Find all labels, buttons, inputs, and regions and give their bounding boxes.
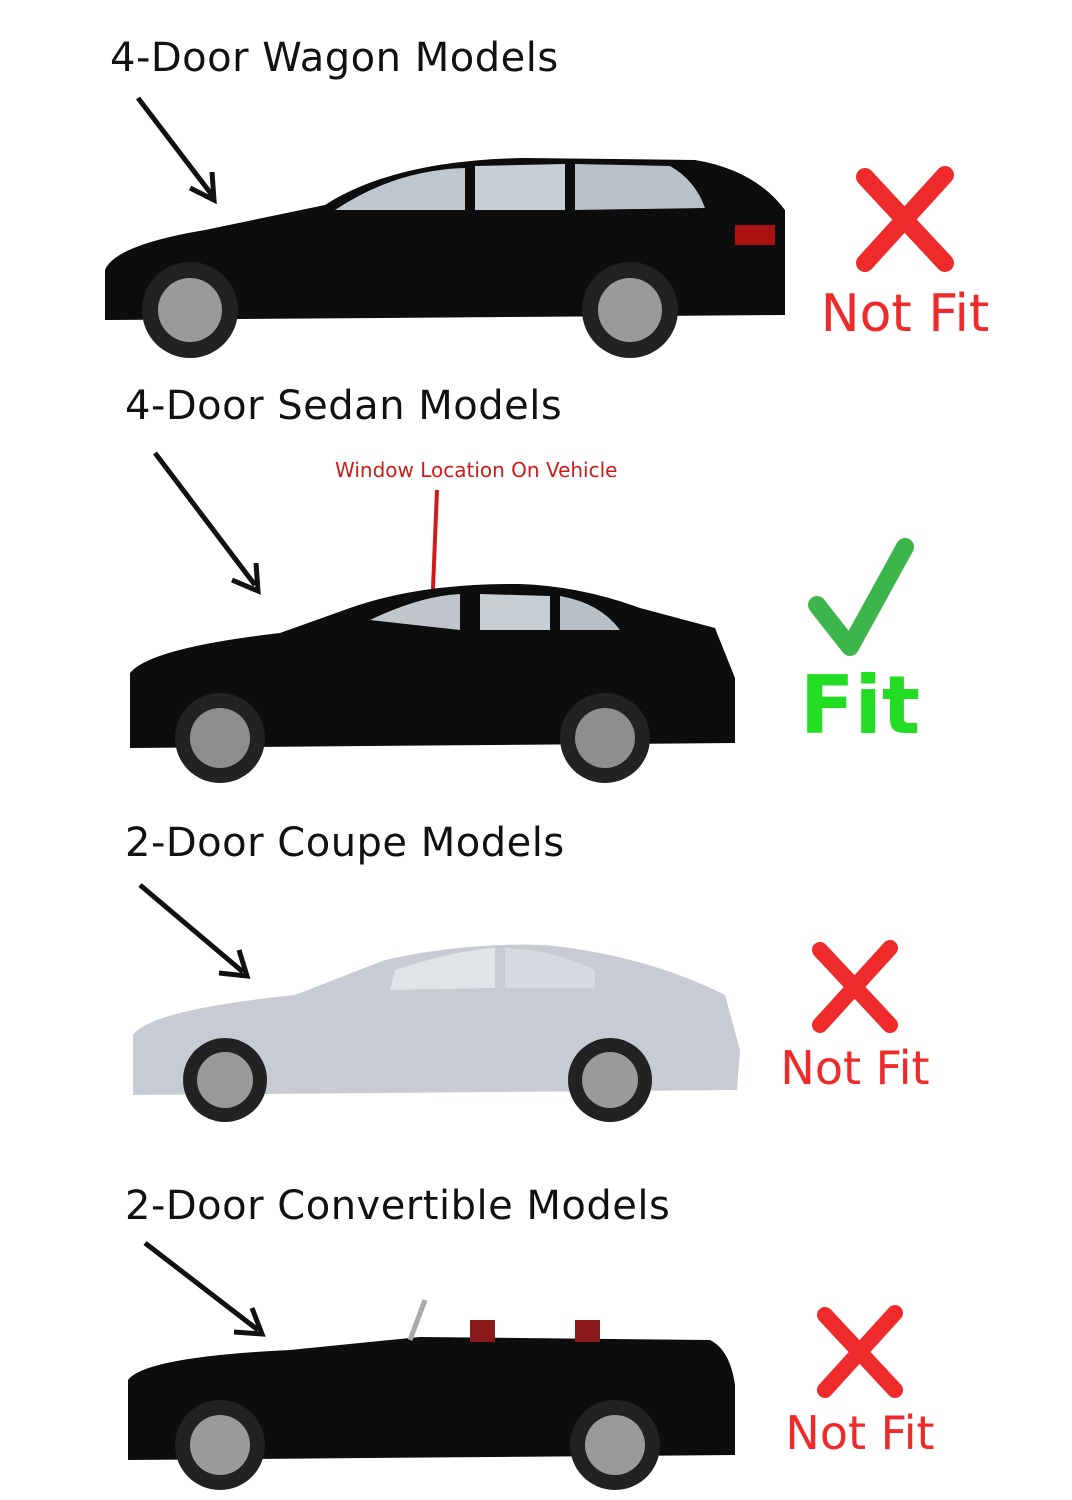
- wagon-status: Not Fit: [805, 165, 1005, 344]
- coupe-car-image: [133, 944, 740, 1122]
- convertible-title: 2-Door Convertible Models: [125, 1183, 671, 1229]
- sedan-status: Fit: [790, 535, 930, 746]
- coupe-title: 2-Door Coupe Models: [125, 820, 565, 866]
- convertible-car-image: [128, 1299, 735, 1490]
- x-mark-icon: [816, 1305, 903, 1398]
- arrow-icon: [143, 1241, 266, 1337]
- arrow-icon: [138, 883, 251, 979]
- status-label: Not Fit: [785, 1406, 935, 1460]
- status-label: Not Fit: [780, 1041, 930, 1095]
- arrow-icon: [153, 451, 261, 595]
- status-label: Fit: [799, 659, 921, 752]
- x-mark-icon: [811, 940, 898, 1033]
- sedan-car-image: [130, 583, 735, 783]
- convertible-status: Not Fit: [770, 1305, 950, 1460]
- window-location-note: Window Location On Vehicle: [335, 458, 618, 482]
- coupe-status: Not Fit: [765, 940, 945, 1095]
- wagon-title: 4-Door Wagon Models: [110, 35, 559, 81]
- check-mark-icon: [808, 538, 914, 656]
- status-label: Not Fit: [820, 284, 990, 344]
- x-mark-icon: [856, 166, 954, 272]
- arrow-icon: [136, 96, 217, 205]
- wagon-car-image: [105, 158, 785, 358]
- sedan-title: 4-Door Sedan Models: [125, 383, 563, 429]
